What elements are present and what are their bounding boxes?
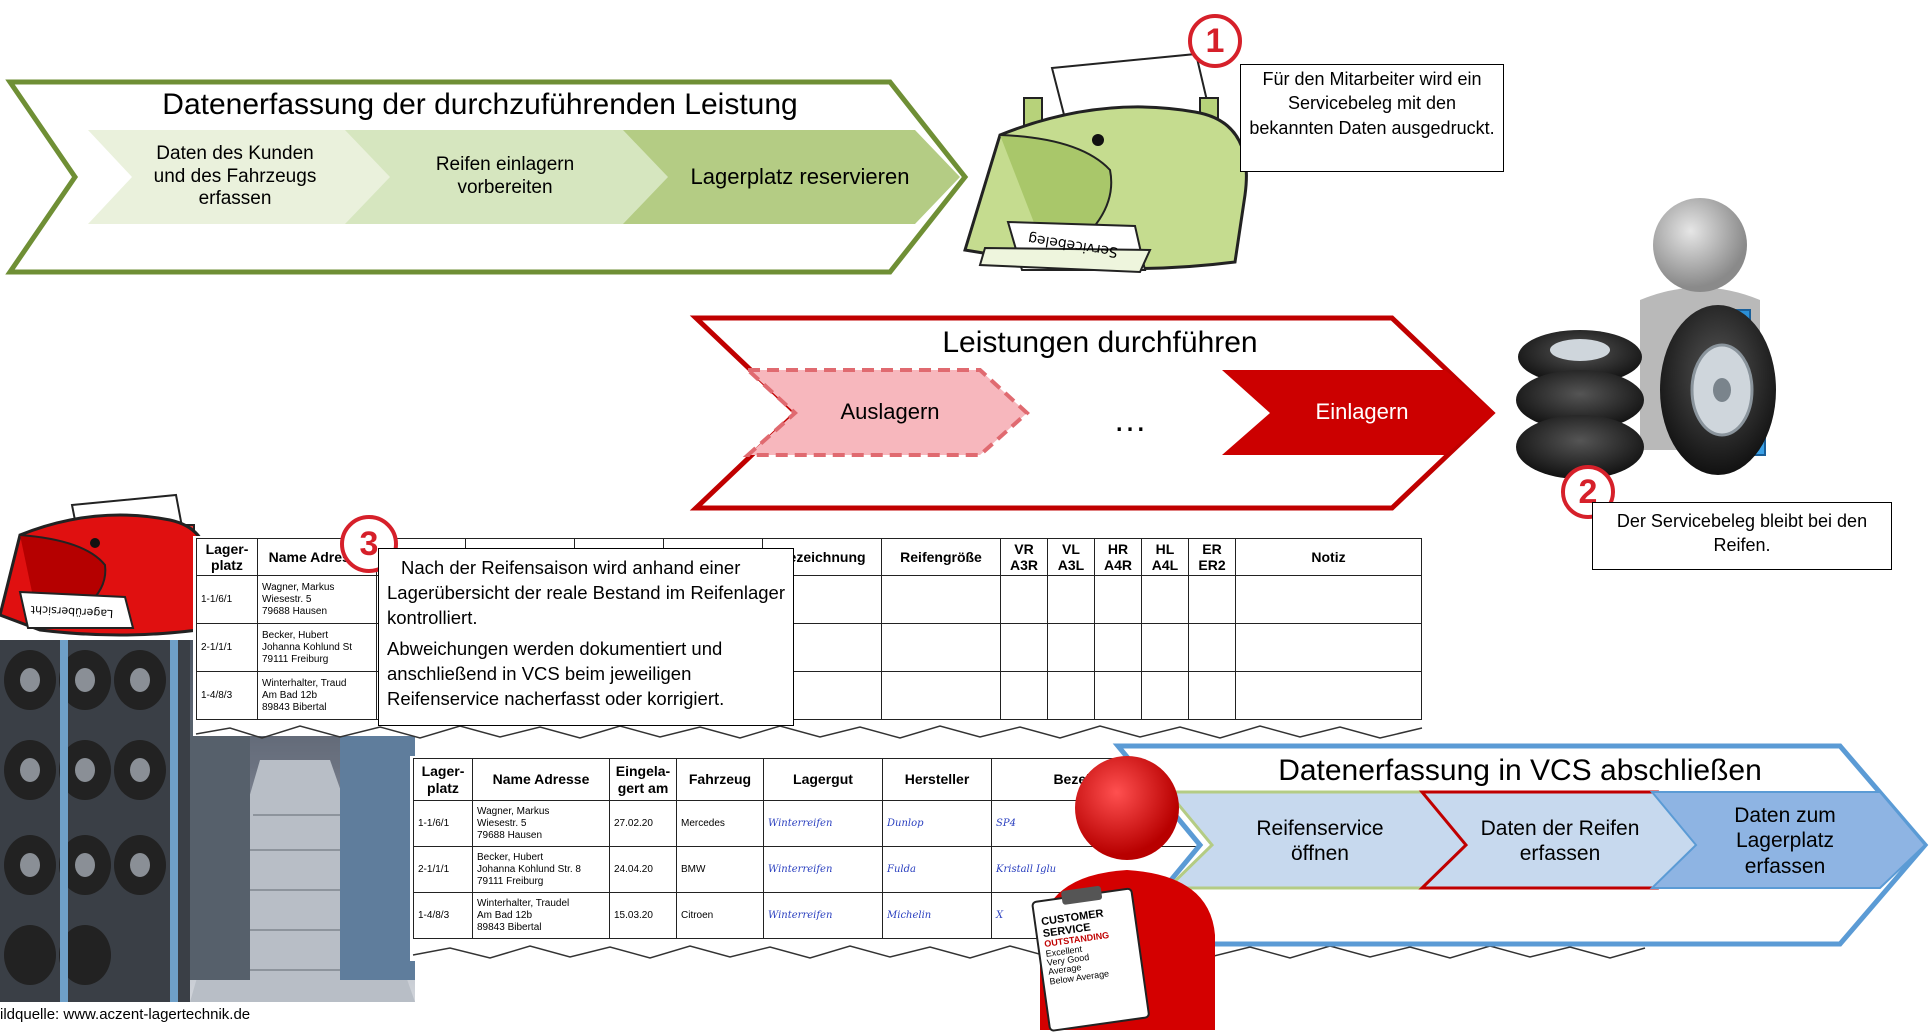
address-line: 79111 Freiburg [477,875,544,887]
process-3-step-3-label: Daten zum Lagerplatz erfassen [1734,804,1836,878]
callout-1-number: 1 [1188,14,1242,68]
warehouse-photo [0,640,415,1002]
table-cell [1094,671,1142,721]
process-2-title: Leistungen durchführen [942,326,1258,359]
image-source-caption: ildquelle: www.aczent-lagertechnik.de [0,1006,251,1023]
table-cell-platz: 1-1/6/1 [413,800,473,847]
address-line: Becker, Hubert [477,851,544,863]
table-cell [1235,575,1422,625]
process-2-step-3-label: Einlagern [1315,399,1409,425]
callout-3-box: Nach der Reifensaison wird anhand einer … [378,548,794,726]
process-1-step-3-chevron [623,130,960,224]
process-1-step-1-chevron [88,130,397,224]
clipboard-text: CUSTOMER SERVICE OUTSTANDING Excellent V… [1040,903,1150,987]
address-line: Wiesestr. 5 [262,593,312,605]
table-2-header: Fahrzeug [676,758,764,801]
table-cell-hersteller: Fulda [882,846,992,893]
address-line: Johanna Kohlund Str. 8 [477,863,581,875]
address-line: Becker, Hubert [262,629,329,641]
process-3-step-3-chevron [1649,791,1927,889]
process-1-step-2-chevron [345,130,675,224]
callout-2-box: Der Servicebeleg bleibt bei den Reifen. [1592,502,1892,570]
table-1-header: Notiz [1235,537,1422,577]
address-line: 79688 Hausen [477,829,543,841]
table-cell [1235,623,1422,673]
address-line: 89843 Bibertal [477,921,542,933]
table-2-header: Lagergut [763,758,883,801]
address-line: Am Bad 12b [262,689,318,701]
process-2-ellipsis: … [1113,400,1147,439]
table-cell-hersteller: Dunlop [882,800,992,847]
process-2-step-1-label: Auslagern [840,399,940,425]
table-cell-date: 15.03.20 [609,892,677,939]
table-1-header: ER ER2 [1188,537,1236,577]
table-cell-lagergut: Winterreifen [763,800,883,847]
table-2-header: Hersteller [882,758,992,801]
table-cell-date: 24.04.20 [609,846,677,893]
callout-3-text-2: Abweichungen werden dokumentiert und ans… [387,637,725,709]
process-1-title: Datenerfassung der durchzuführenden Leis… [162,88,798,121]
table-cell-lagergut: Winterreifen [763,892,883,939]
table-cell [881,671,1001,721]
address-line: 89843 Bibertal [262,701,327,713]
table-1-header: Lager-platz [196,537,258,577]
process-2-step-3-chevron [1222,370,1495,455]
process-3-step-1-label: Reifenservice öffnen [1256,816,1384,865]
callout-1-text: Für den Mitarbeiter wird ein Servicebele… [1249,69,1495,138]
process-1-step-1-label: Daten des Kunden und des Fahrzeugs erfas… [153,142,317,210]
table-cell [1047,575,1095,625]
callout-1-box: Für den Mitarbeiter wird ein Servicebele… [1240,64,1504,172]
callout-3-text-1: Nach der Reifensaison wird anhand einer … [387,557,785,628]
process-2-step-1-chevron [742,368,1030,457]
table-1-header: HL A4L [1141,537,1189,577]
table-cell [1094,575,1142,625]
warehouse-photo-art [0,640,415,1002]
table-1-header: HR A4R [1094,537,1142,577]
process-1-step-2-label: Reifen einlagern vorbereiten [435,154,575,198]
table-cell-hersteller: Michelin [882,892,992,939]
table-cell [1235,671,1422,721]
process-1-step-3-label: Lagerplatz reservieren [690,163,910,189]
process-3-title: Datenerfassung in VCS abschließen [1278,754,1762,787]
process-3-step-2-label: Daten der Reifen erfassen [1480,816,1640,865]
table-cell [1141,575,1189,625]
table-cell-car: Citroen [676,892,764,939]
table-2-header: Name Adresse [472,758,610,801]
address-line: 79111 Freiburg [262,653,329,665]
table-cell-platz: 2-1/1/1 [196,623,258,673]
table-1-header: VR A3R [1000,537,1048,577]
table-1-header: Reifengröße [881,537,1001,577]
address-line: Wiesestr. 5 [477,817,527,829]
table-cell-platz: 1-4/8/3 [413,892,473,939]
address-line: Wagner, Markus [262,581,335,593]
callout-2-text: Der Servicebeleg bleibt bei den Reifen. [1616,511,1868,556]
table-1-header: VL A3L [1047,537,1095,577]
address-line: Winterhalter, Traudel [477,897,570,909]
address-line: Wagner, Markus [477,805,550,817]
address-line: Winterhalter, Traud [262,677,347,689]
address-line: Johanna Kohlund St [262,641,353,653]
table-cell-platz: 2-1/1/1 [413,846,473,893]
table-cell [1000,671,1048,721]
address-line: Am Bad 12b [477,909,533,921]
address-line: 79688 Hausen [262,605,328,617]
